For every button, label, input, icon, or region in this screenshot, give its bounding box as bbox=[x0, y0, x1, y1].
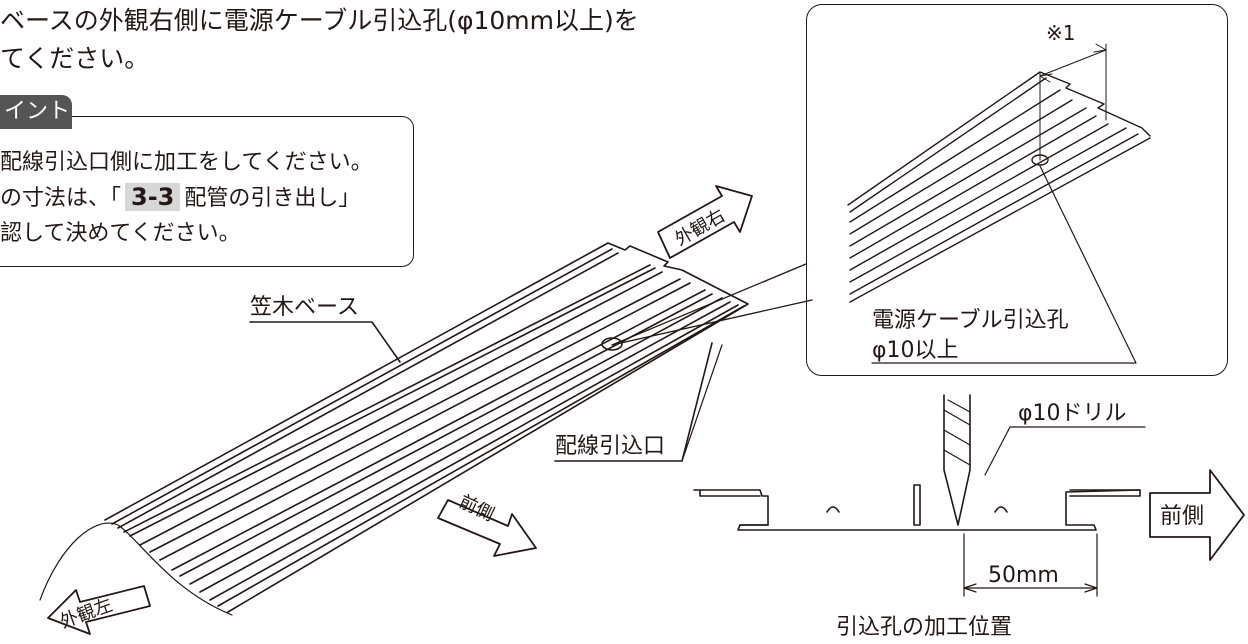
detail-note-mark: ※1 bbox=[1046, 21, 1075, 45]
kasagi-leader bbox=[249, 321, 401, 363]
intro-text: ベースの外観右側に電源ケーブル引込孔(φ10mm以上)を てください。 bbox=[0, 2, 639, 78]
point-line-2-post: 配管の引き出し」 bbox=[184, 186, 361, 211]
section-reference-highlight: 3-3 bbox=[125, 183, 181, 211]
detail-inset-box bbox=[806, 4, 1228, 376]
detail-hole-label-2: φ10以上 bbox=[872, 338, 959, 363]
haisen-leader-2 bbox=[681, 344, 723, 462]
point-line-1: 配線引込口側に加工をしてください。 bbox=[0, 150, 373, 175]
point-badge: イント bbox=[0, 95, 72, 129]
label-kasagi-base: 笠木ベース bbox=[250, 295, 359, 320]
drill-label: φ10ドリル bbox=[1018, 401, 1127, 426]
front-arrow-icon bbox=[1149, 469, 1245, 561]
arrow-outline-front bbox=[437, 499, 537, 557]
point-callout-box bbox=[0, 116, 414, 267]
intro-line-2: てください。 bbox=[0, 44, 150, 73]
detail-leader-wedge bbox=[611, 263, 813, 346]
label-haisen-port: 配線引込口 bbox=[555, 434, 665, 459]
drill-icon bbox=[943, 394, 971, 526]
detail-hole-label-1: 電源ケーブル引込孔 bbox=[872, 308, 1069, 333]
section-caption: 引込孔の加工位置 bbox=[836, 615, 1012, 640]
cross-section bbox=[693, 394, 1245, 597]
kasagi-base-drawing bbox=[39, 242, 749, 616]
point-line-3: 認して決めてください。 bbox=[0, 221, 241, 246]
point-line-2-pre: の寸法は、「 bbox=[0, 186, 122, 211]
label-front-diag: 前側 bbox=[456, 491, 498, 525]
dimension-50mm: 50mm bbox=[988, 563, 1059, 588]
arrow-outline-left bbox=[47, 585, 151, 635]
label-gaikan-right: 外観右 bbox=[672, 205, 729, 250]
front-label: 前側 bbox=[1160, 504, 1204, 529]
intro-line-1: ベースの外観右側に電源ケーブル引込孔(φ10mm以上)を bbox=[0, 6, 639, 35]
detail-profile bbox=[847, 43, 1151, 364]
arrow-outline-right bbox=[657, 185, 753, 259]
